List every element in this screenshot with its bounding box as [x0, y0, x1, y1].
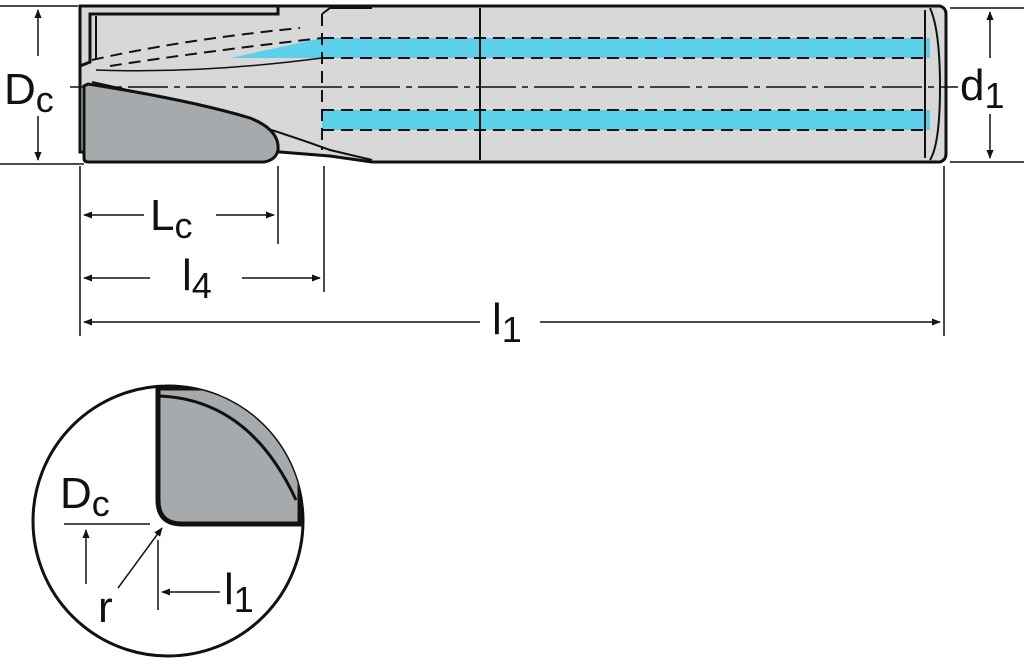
corner-detail-view: Dc r l1 — [31, 384, 305, 658]
coolant-channel-lower — [322, 110, 930, 130]
tool-side-view — [70, 4, 958, 164]
label-dc-main: Dc — [4, 65, 54, 120]
label-r: r — [98, 583, 113, 632]
cutting-insert — [82, 82, 280, 164]
flute-top — [95, 57, 323, 72]
end-chamfer — [929, 7, 942, 161]
label-dc-detail: Dc — [60, 469, 110, 524]
label-l1-main: l1 — [492, 295, 522, 350]
hidden-lines — [91, 14, 930, 150]
coolant-channel-taper — [230, 38, 322, 58]
coolant-channel-upper — [322, 38, 930, 58]
detail-insert — [155, 386, 303, 527]
front-face — [78, 4, 280, 69]
label-d1: d1 — [960, 61, 1005, 116]
label-lc: Lc — [150, 191, 192, 246]
detail-r-arrow — [117, 527, 163, 589]
label-l1-detail: l1 — [224, 565, 254, 620]
dimension-lines — [0, 5, 1024, 336]
neck-transition — [321, 7, 372, 15]
label-l4: l4 — [182, 251, 212, 306]
